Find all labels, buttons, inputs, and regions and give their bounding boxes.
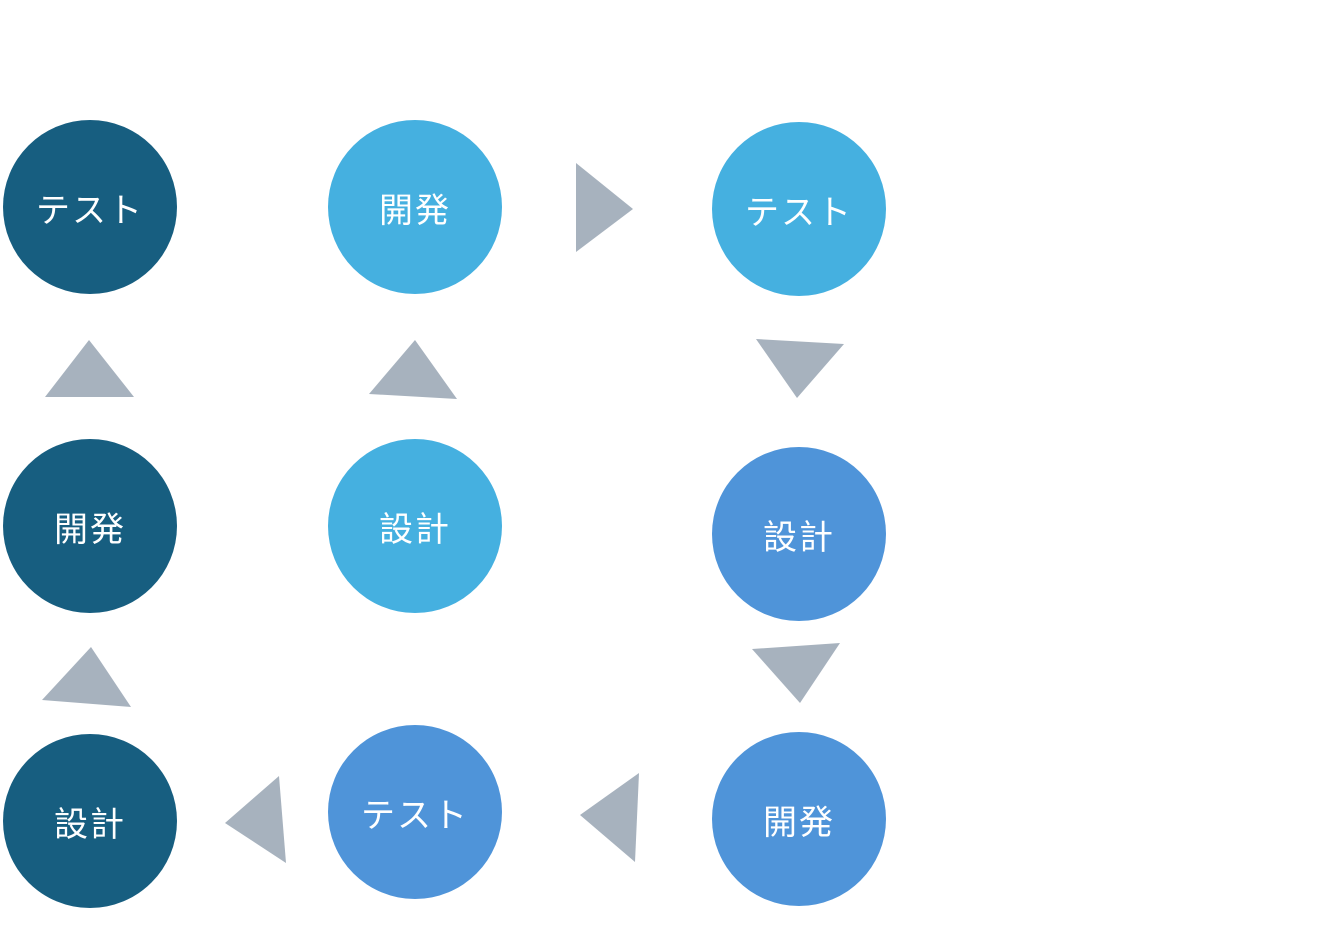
node-label: 設計 [379, 509, 451, 550]
node-test-medium: テスト [328, 725, 502, 899]
arrow-down-icon [756, 339, 844, 398]
node-label: テスト [745, 192, 853, 233]
arrow-left-icon [225, 776, 286, 863]
arrow-up-icon [369, 340, 457, 399]
node-label: 開発 [763, 802, 835, 843]
node-design-light: 設計 [328, 439, 502, 613]
node-dev-dark: 開発 [3, 439, 177, 613]
node-label: 設計 [54, 804, 126, 845]
node-test-light: テスト [712, 122, 886, 296]
node-dev-light: 開発 [328, 120, 502, 294]
node-label: 開発 [379, 190, 451, 231]
node-label: テスト [36, 190, 144, 231]
node-design-medium: 設計 [712, 447, 886, 621]
node-label: 開発 [54, 509, 126, 550]
node-label: テスト [361, 795, 469, 836]
arrow-down-icon [752, 643, 840, 703]
arrow-up-icon [42, 647, 131, 707]
arrow-right-icon [576, 163, 633, 252]
arrow-left-icon [580, 773, 639, 862]
node-test-dark: テスト [3, 120, 177, 294]
node-dev-medium: 開発 [712, 732, 886, 906]
arrow-up-icon [45, 340, 134, 397]
node-design-dark: 設計 [3, 734, 177, 908]
node-label: 設計 [763, 517, 835, 558]
